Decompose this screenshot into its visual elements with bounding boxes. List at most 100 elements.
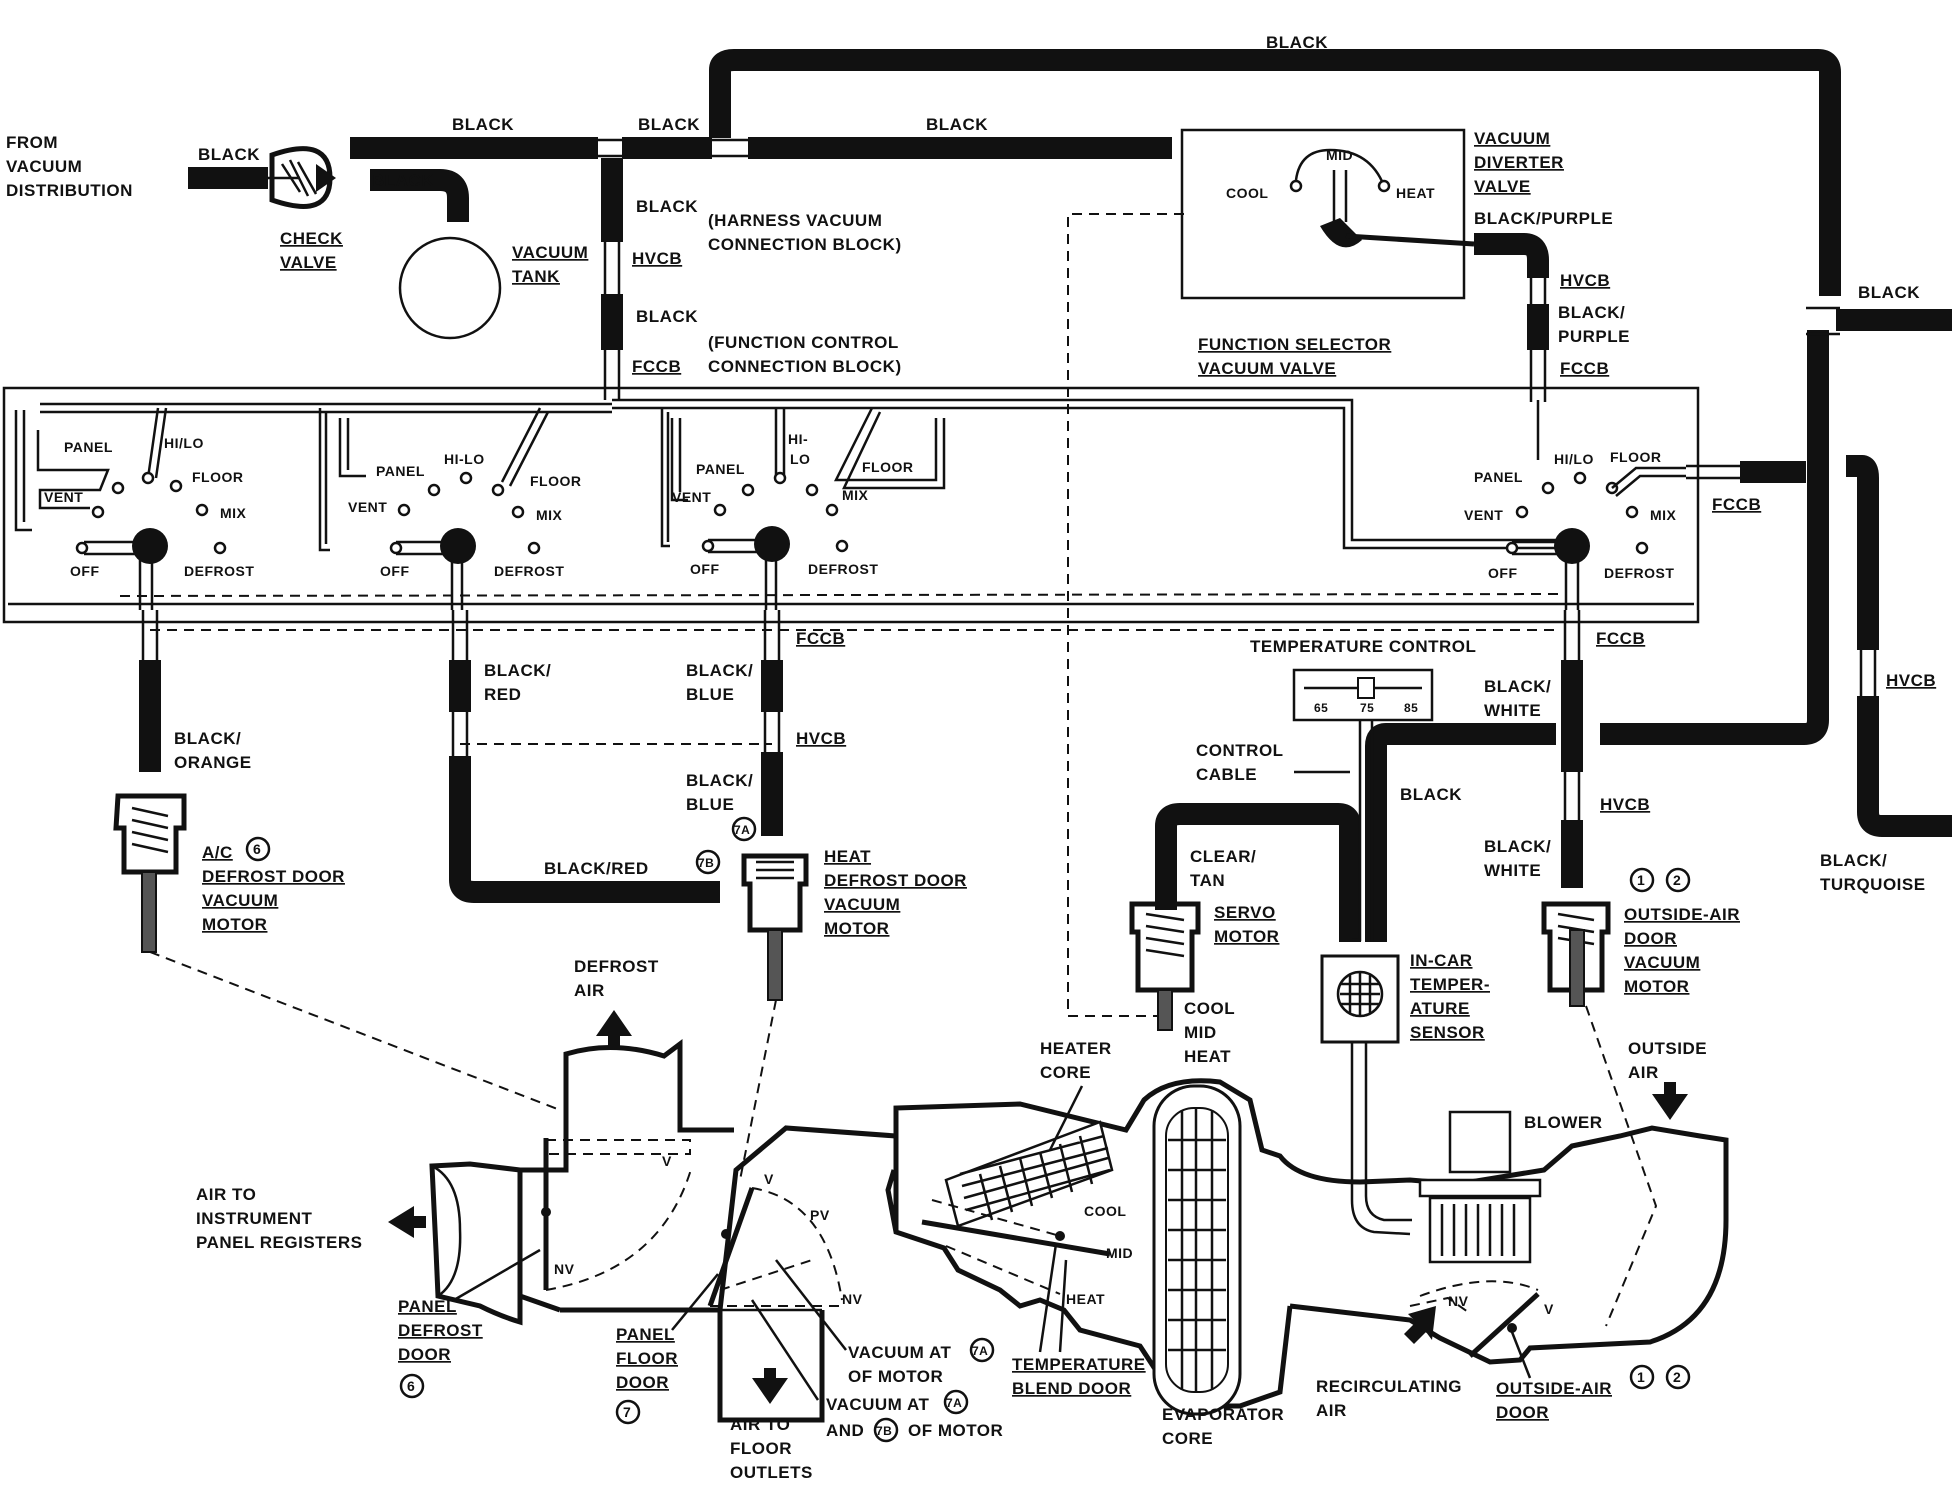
source-line-2: VACUUM xyxy=(6,157,82,176)
hose-label-white-3: BLACK/ xyxy=(1484,837,1551,856)
dial4-panel: PANEL xyxy=(1474,469,1523,485)
hose-label-tank: BLACK xyxy=(372,171,434,190)
sensor-label-2: TEMPER- xyxy=(1410,975,1490,994)
sensor-label-4: SENSOR xyxy=(1410,1023,1485,1042)
diverter-label-3: VALVE xyxy=(1474,177,1531,196)
hose-label-turq-1: BLACK/ xyxy=(1820,851,1887,870)
temp-scale-75: 75 xyxy=(1360,701,1374,715)
dial3-defrost: DEFROST xyxy=(808,561,878,577)
diverter-mid: MID xyxy=(1326,147,1353,163)
dial3-mix: MIX xyxy=(842,487,869,503)
control-cable-label-2: CABLE xyxy=(1196,765,1257,784)
servo-cool: COOL xyxy=(1184,999,1235,1018)
oa-door-2: DOOR xyxy=(1496,1403,1549,1422)
hose-label-orange-1: BLACK/ xyxy=(174,729,241,748)
hose-label-white-1: BLACK/ xyxy=(1484,677,1551,696)
hvcb-label-3: HVCB xyxy=(796,729,846,748)
outside-air-door xyxy=(1409,1280,1540,1358)
hose-label-blue-4: BLUE xyxy=(686,795,734,814)
vac7ab-2: AND xyxy=(826,1421,864,1440)
vac7a-num: 7A xyxy=(972,1344,988,1358)
ref-circles xyxy=(245,816,1691,1443)
dial3-lo: LO xyxy=(790,451,810,467)
oa-num-1: 1 xyxy=(1637,872,1645,888)
panel-defrost-label-2: DEFROST xyxy=(398,1321,483,1340)
dial1-defrost: DEFROST xyxy=(184,563,254,579)
heat-motor-label-1: HEAT xyxy=(824,847,871,866)
heat-motor-label-2: DEFROST DOOR xyxy=(824,871,967,890)
ac-label-1: A/C xyxy=(202,843,233,862)
oa-nv: NV xyxy=(1448,1293,1469,1309)
panel-defrost-door xyxy=(541,1138,693,1291)
ac-label-2: DEFROST DOOR xyxy=(202,867,345,886)
vac7a-pointer xyxy=(775,1259,847,1351)
hvcb-label-1: HVCB xyxy=(632,249,682,268)
dial3-off: OFF xyxy=(690,561,720,577)
panel-defrost-pointer xyxy=(453,1248,541,1302)
control-cable-label-1: CONTROL xyxy=(1196,741,1284,760)
vac7ab-num-b: 7B xyxy=(876,1424,892,1438)
oa-door-1: OUTSIDE-AIR xyxy=(1496,1379,1612,1398)
servo-label-2: MOTOR xyxy=(1214,927,1279,946)
thin-tubes xyxy=(141,138,1877,820)
defrost-air-2: AIR xyxy=(574,981,605,1000)
heater-core-1: HEATER xyxy=(1040,1039,1112,1058)
blower xyxy=(1418,1110,1542,1264)
temp-control-label: TEMPERATURE CONTROL xyxy=(1250,637,1476,656)
servo-mid: MID xyxy=(1184,1023,1217,1042)
fccb-label-2: FCCB xyxy=(1560,359,1609,378)
dial4-hilo: HI/LO xyxy=(1554,451,1594,467)
arrow-down-icon xyxy=(752,1368,788,1404)
recirc-1: RECIRCULATING xyxy=(1316,1377,1462,1396)
oa-motor-label-1: OUTSIDE-AIR xyxy=(1624,905,1740,924)
check-valve-label-1: CHECK xyxy=(280,229,343,248)
airflow-arrows xyxy=(388,1010,1688,1404)
pf-pv: PV xyxy=(810,1207,830,1223)
recirc-2: AIR xyxy=(1316,1401,1347,1420)
oa-num-2: 2 xyxy=(1673,872,1681,888)
defrost-air-1: DEFROST xyxy=(574,957,659,976)
dial2-panel: PANEL xyxy=(376,463,425,479)
source-line-3: DISTRIBUTION xyxy=(6,181,133,200)
panel-floor-label-2: FLOOR xyxy=(616,1349,678,1368)
hose-label-red-2: RED xyxy=(484,685,521,704)
heat-motor-label-4: MOTOR xyxy=(824,919,889,938)
blend-door-pointer xyxy=(1038,1243,1068,1353)
hose-label-servo: BLACK xyxy=(1400,785,1462,804)
oa-motor-label-3: VACUUM xyxy=(1624,953,1700,972)
hose-label-black-purple-3: PURPLE xyxy=(1558,327,1630,346)
oa-motor-label-2: DOOR xyxy=(1624,929,1677,948)
blend-heat: HEAT xyxy=(1066,1291,1105,1307)
panel-floor-label-1: PANEL xyxy=(616,1325,675,1344)
harness-label-1: (HARNESS VACUUM xyxy=(708,211,882,230)
diverter-label-1: VACUUM xyxy=(1474,129,1550,148)
hose-right-down xyxy=(1600,330,1829,745)
fccb-label-1: FCCB xyxy=(632,357,681,376)
diverter-cool: COOL xyxy=(1226,185,1268,201)
panel-defrost-num: 6 xyxy=(407,1378,415,1394)
to-panel-3: PANEL REGISTERS xyxy=(196,1233,363,1252)
dial2-mix: MIX xyxy=(536,507,563,523)
hose-label-vert2: BLACK xyxy=(636,307,698,326)
hose-label-blue-3: BLACK/ xyxy=(686,771,753,790)
hose-clear-tan xyxy=(1155,803,1361,942)
sensor-label-3: ATURE xyxy=(1410,999,1470,1018)
hose-label-far-top: BLACK xyxy=(1266,33,1328,52)
hvcb-label-2: HVCB xyxy=(1560,271,1610,290)
linkages xyxy=(149,951,1658,1327)
port-7b: 7B xyxy=(698,856,714,870)
temperature-blend-door xyxy=(921,1199,1111,1295)
vacuum-tank xyxy=(398,236,502,340)
labels: FROM VACUUM DISTRIBUTION BLACK BLACK BLA… xyxy=(6,33,1936,1482)
panel-defrost-label-1: PANEL xyxy=(398,1297,457,1316)
dial3-vent: VENT xyxy=(672,489,711,505)
to-panel-1: AIR TO xyxy=(196,1185,256,1204)
dial1-vent: VENT xyxy=(44,489,83,505)
check-valve-label-2: VALVE xyxy=(280,253,337,272)
vac7ab-3: OF MOTOR xyxy=(908,1421,1003,1440)
dial3-floor: FLOOR xyxy=(862,459,914,475)
heat-defrost-motor xyxy=(741,853,809,1001)
hose-label-blue-1: BLACK/ xyxy=(686,661,753,680)
hose-temp-link xyxy=(1365,723,1556,942)
